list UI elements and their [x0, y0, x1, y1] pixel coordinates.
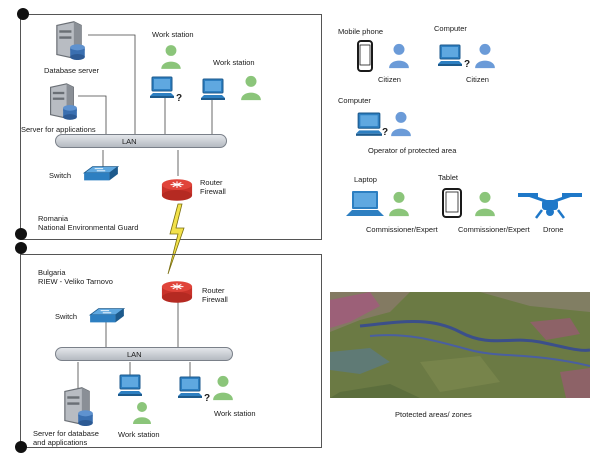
drone-label: Drone [543, 225, 564, 234]
question-mark: ? [204, 393, 211, 404]
laptop-label: Laptop [354, 175, 377, 184]
workstation-label: Work station [118, 430, 160, 439]
question-mark: ? [464, 59, 471, 70]
computer-icon [116, 374, 144, 398]
person-icon [388, 42, 410, 70]
person-icon [390, 110, 412, 138]
person-icon [212, 374, 234, 402]
org-country: Bulgaria [38, 268, 66, 277]
lan-bus [55, 347, 233, 361]
citizen-label: Citizen [378, 75, 401, 84]
computer-icon [176, 376, 204, 400]
lightning-link-icon [167, 203, 185, 275]
switch-label: Switch [55, 312, 78, 321]
drone-icon [518, 193, 582, 219]
lan-label: LAN [122, 137, 137, 146]
router-icon [160, 176, 194, 204]
computer-label: Computer [338, 96, 371, 105]
tablet-icon [442, 188, 462, 218]
person-icon [160, 44, 182, 70]
computer-icon [198, 78, 228, 102]
workstation-label: Work station [152, 30, 194, 39]
mobile-phone-icon [357, 40, 373, 72]
protected-areas-map[interactable] [330, 292, 590, 398]
switch-label: Switch [49, 171, 72, 180]
section-bullet [15, 228, 27, 240]
server-icon [60, 386, 94, 426]
mobile-phone-label: Mobile phone [338, 27, 384, 36]
citizen-label: Citizen [466, 75, 489, 84]
section-bullet [17, 8, 29, 20]
laptop-icon [346, 191, 384, 216]
map-overlay [330, 292, 590, 398]
person-icon [474, 42, 496, 70]
tablet-label: Tablet [438, 173, 459, 182]
commissioner-label: Commissioner/Expert [366, 225, 438, 234]
map-caption: Ptotected areas/ zones [395, 410, 472, 419]
computer-icon [354, 112, 384, 138]
app-server-icon [46, 82, 78, 120]
org-name: National Environmental Guard [38, 223, 139, 232]
person-icon [132, 400, 152, 426]
db-app-server-label: Server for database and applications [33, 429, 99, 447]
router-firewall-label: Router Firewall [200, 178, 226, 196]
section-bullet [15, 441, 27, 453]
computer-label: Computer [434, 24, 467, 33]
person-icon [240, 74, 262, 102]
workstation-label: Work station [213, 58, 255, 67]
workstation-label: Work station [214, 409, 256, 418]
person-icon [388, 190, 410, 218]
person-icon [474, 190, 496, 218]
operator-label: Operator of protected area [368, 146, 457, 155]
lan-bus [55, 134, 227, 148]
org-name: RIEW - Veliko Tarnovo [38, 277, 113, 286]
section-bullet [15, 242, 27, 254]
lan-label: LAN [127, 350, 142, 359]
app-server-label: Server for applications [21, 125, 96, 134]
question-mark: ? [176, 93, 183, 104]
switch-icon [82, 164, 120, 184]
database-server-icon [52, 20, 86, 60]
switch-icon [88, 306, 126, 326]
database-server-label: Database server [44, 66, 100, 75]
computer-icon [148, 76, 176, 100]
commissioner-label: Commissioner/Expert [458, 225, 530, 234]
romania-network-boundary [20, 14, 322, 240]
org-country: Romania [38, 214, 69, 223]
router-firewall-label: Router Firewall [202, 286, 228, 304]
computer-icon [436, 44, 464, 68]
router-icon [160, 278, 194, 306]
question-mark: ? [382, 127, 389, 138]
